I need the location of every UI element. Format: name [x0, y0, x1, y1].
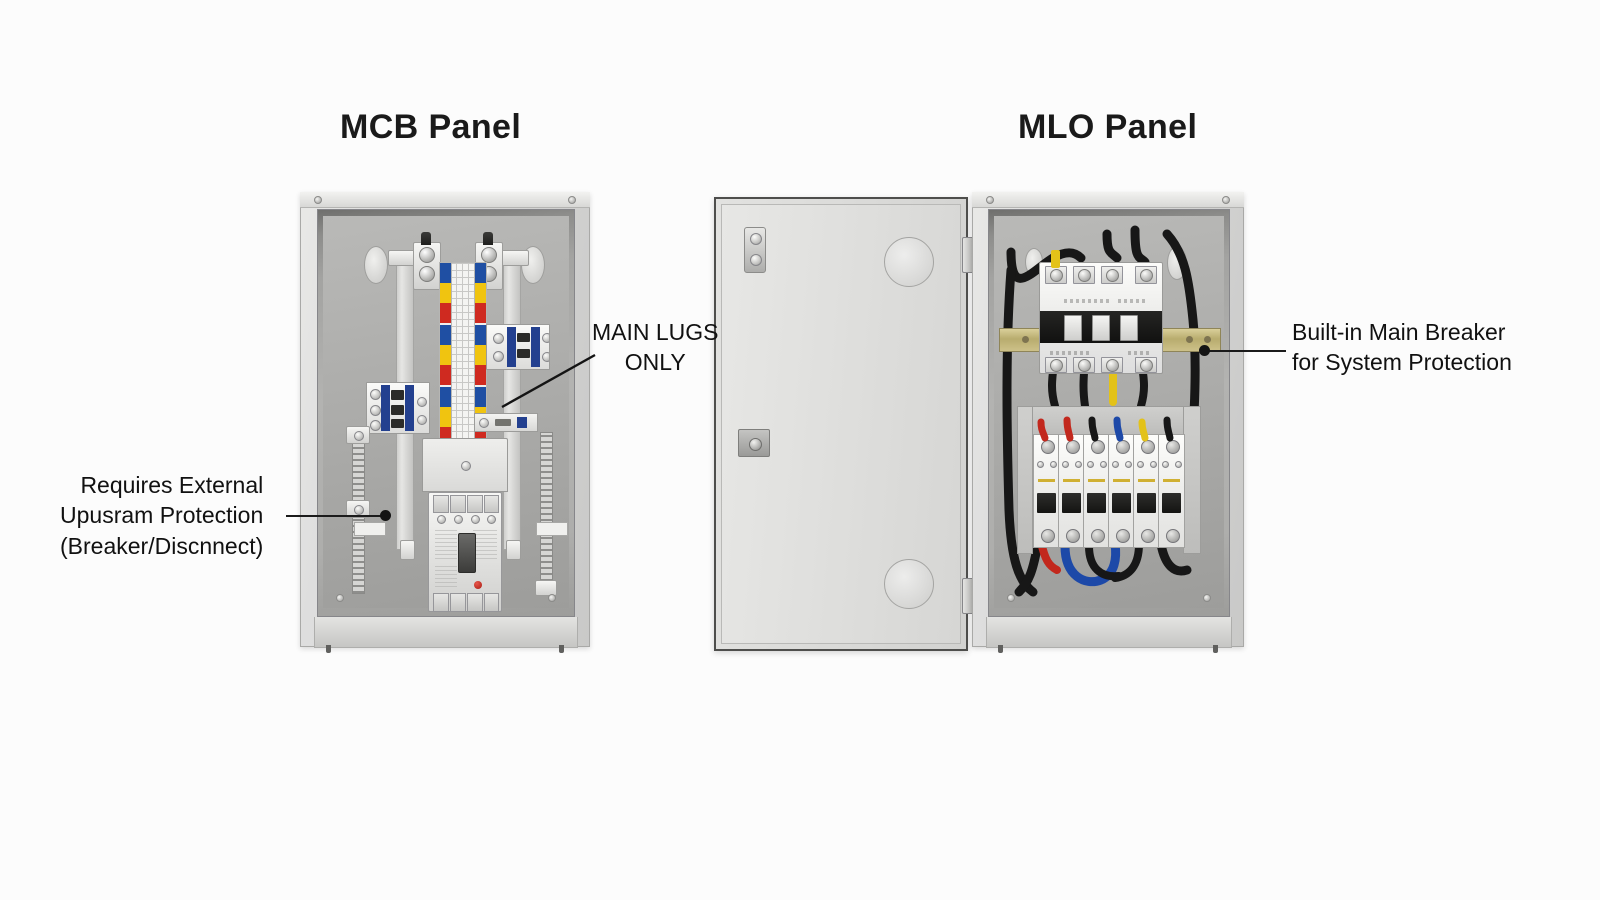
mcb-enclosure [300, 192, 590, 653]
earth-bar-right [540, 432, 553, 594]
earth-bar-clamp-top-left [346, 426, 370, 444]
callout-mid-line-1: MAIN LUGS [592, 319, 719, 345]
branch-breaker-5[interactable] [1133, 434, 1160, 548]
main-breaker-toggle[interactable] [1064, 315, 1082, 341]
branch-breaker-2[interactable] [1058, 434, 1085, 548]
enclosure-foot [1213, 645, 1218, 653]
door-lock-cylinder[interactable] [738, 429, 770, 457]
callout-left-line-1: Requires External [80, 472, 264, 498]
callout-builtin-main-breaker: Built-in Main Breaker for System Protect… [1292, 317, 1512, 378]
callout-left-leader-dot [380, 510, 391, 521]
callout-mid-line-2: ONLY [624, 349, 686, 376]
mlo-enclosure-top-rim [972, 192, 1244, 208]
main-lug-stud-right [483, 232, 493, 245]
enclosure-foot [326, 645, 331, 653]
mcb-enclosure-plinth [314, 617, 578, 648]
main-lug-stud-left [421, 232, 431, 245]
corner-screw-icon [1007, 594, 1015, 602]
wire-marker-yellow [1051, 250, 1060, 268]
mlo-enclosure-cavity [988, 209, 1230, 617]
knockout-oval-icon [364, 246, 388, 284]
branch-wire-leads [1037, 416, 1174, 442]
mccb-terminal-cover [422, 438, 508, 492]
callout-left-line-3: (Breaker/Discnnect) [60, 532, 264, 559]
mcb-enclosure-cavity [317, 209, 575, 617]
earth-bar-clamp-mid-left [346, 500, 370, 518]
corner-screw-icon [336, 594, 344, 602]
panel-title-mlo: MLO Panel [1018, 108, 1198, 146]
callout-right-leader-dot [1199, 345, 1210, 356]
door-latch-handle[interactable] [744, 227, 766, 273]
corner-screw-icon [548, 594, 556, 602]
corner-screw-icon [986, 196, 994, 204]
callout-right-line-2: for System Protection [1292, 349, 1512, 376]
main-breaker-builtin[interactable] [1039, 262, 1163, 374]
callout-main-lugs-only: MAIN LUGS ONLY [592, 317, 719, 378]
main-lugs-terminal-block[interactable] [474, 413, 538, 432]
mlo-enclosure [972, 192, 1244, 653]
mccb-main-breaker[interactable] [428, 492, 502, 612]
callout-left-leader-line [286, 515, 386, 517]
distribution-comb-grid [449, 262, 477, 454]
corner-screw-icon [314, 196, 322, 204]
enclosure-foot [559, 645, 564, 653]
branch-breaker-6[interactable] [1158, 434, 1185, 548]
busbar-phase-strip-left [439, 262, 452, 454]
enclosure-foot [998, 645, 1003, 653]
callout-left-line-2: Upusram Protection [60, 502, 264, 529]
mccb-trip-button[interactable] [474, 581, 482, 589]
main-breaker-toggle[interactable] [1092, 315, 1110, 341]
lug-bolt-icon [481, 247, 497, 263]
main-breaker-toggle[interactable] [1120, 315, 1138, 341]
mlo-enclosure-plinth [986, 617, 1232, 648]
panel-title-mcb: MCB Panel [340, 108, 522, 146]
callout-right-leader-line [1208, 350, 1286, 352]
door-knockout-ring-top-icon [884, 237, 934, 287]
mcb-enclosure-top-rim [300, 192, 590, 208]
callout-external-protection: Requires External Upusram Protection (Br… [60, 470, 263, 561]
standoff-clamp-right [506, 540, 521, 560]
standoff-clamp-left [400, 540, 415, 560]
callout-mid-leader-line [501, 353, 596, 409]
corner-screw-icon [568, 196, 576, 204]
branch-breaker-shroud-side [1017, 406, 1033, 554]
earth-bar-clamp-bottom-right [535, 580, 557, 596]
corner-screw-icon [1222, 196, 1230, 204]
mcb-breaker-left-lower[interactable] [366, 382, 430, 434]
corner-screw-icon [1203, 594, 1211, 602]
mlo-enclosure-door[interactable] [714, 197, 968, 651]
door-knockout-ring-bottom-icon [884, 559, 934, 609]
label-tag-right [536, 522, 568, 536]
callout-right-line-1: Built-in Main Breaker [1292, 319, 1506, 345]
label-tag-left [354, 522, 386, 536]
mcb-breaker-right-upper[interactable] [486, 324, 550, 370]
mccb-toggle-handle[interactable] [458, 533, 476, 573]
lug-bolt-icon [419, 247, 435, 263]
lug-bolt-icon [419, 266, 435, 282]
